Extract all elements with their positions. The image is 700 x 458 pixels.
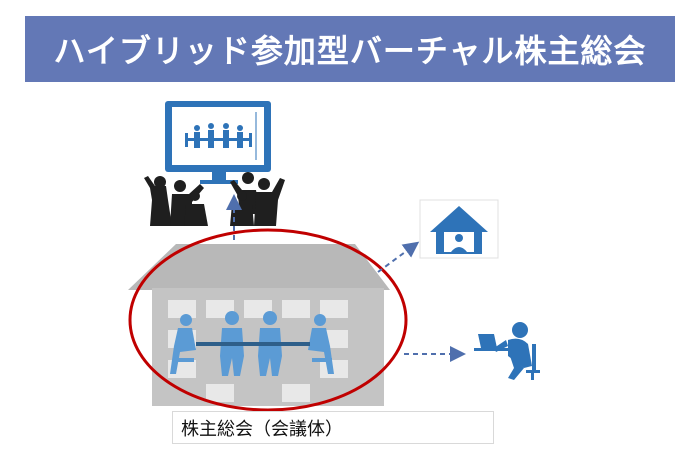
venue-label: 株主総会（会議体） bbox=[172, 411, 494, 444]
remote-worker-icon bbox=[474, 322, 540, 380]
home-icon bbox=[419, 199, 499, 259]
monitor-icon bbox=[165, 101, 271, 184]
online-audience-icon bbox=[144, 172, 285, 226]
arrow-to-home bbox=[377, 241, 420, 273]
page-title: ハイブリッド参加型バーチャル株主総会 bbox=[53, 32, 647, 70]
meeting-table-icon bbox=[170, 311, 334, 376]
venue-highlight-ellipse bbox=[128, 228, 408, 412]
title-banner: ハイブリッド参加型バーチャル株主総会 bbox=[25, 16, 675, 82]
